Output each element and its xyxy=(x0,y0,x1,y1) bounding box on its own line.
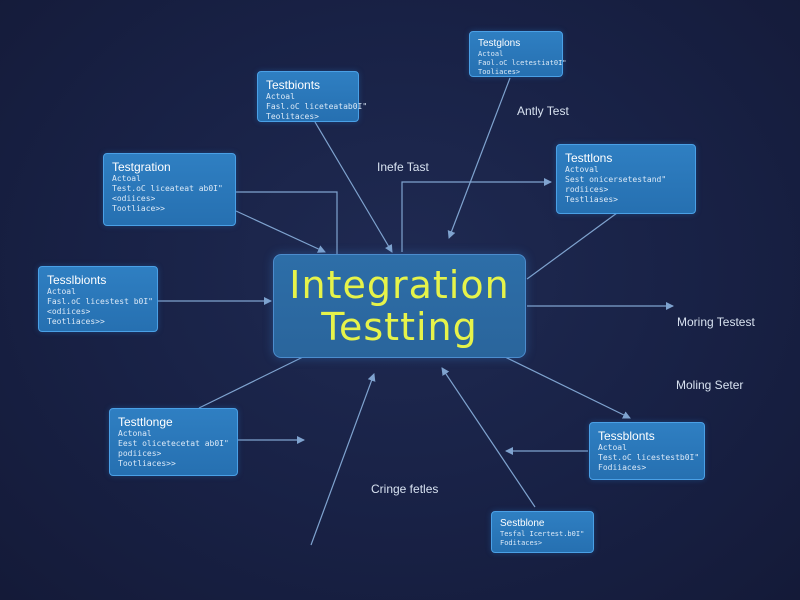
node-title: Testbionts xyxy=(266,78,321,92)
node-line: Teolitaces> xyxy=(266,112,319,121)
node-line: Fasl.oC licestest b0I" xyxy=(47,297,153,306)
node-title: Testglons xyxy=(478,38,521,49)
node-line: Actoal xyxy=(47,287,76,296)
connector-center-n6 xyxy=(401,178,552,252)
node-line: Actoal xyxy=(598,443,627,452)
central-node-title-1: Integration xyxy=(289,263,510,307)
node-testtlons[interactable]: Testtlons Actoval Sest onicersetestand" … xyxy=(556,144,696,214)
node-sestblone[interactable]: Sestblone Tesfal Icertest.b0I" Foditaces… xyxy=(491,511,594,553)
connector-n1-center xyxy=(314,121,393,253)
node-line: Faol.oC lcetestiat0I" xyxy=(478,59,567,67)
node-title: Tessblonts xyxy=(598,429,655,443)
node-line: Actoal xyxy=(478,50,504,58)
connector-n8-center xyxy=(441,367,536,508)
node-line: Actoal xyxy=(112,174,141,183)
node-line: podiices> xyxy=(118,449,162,458)
node-line: <odiices> xyxy=(47,307,91,316)
node-title: Testtlonge xyxy=(118,415,173,429)
node-line: Tooliaces> xyxy=(478,68,521,76)
label-moring-testest: Moring Testest xyxy=(677,315,755,329)
node-title: Sestblone xyxy=(500,518,545,529)
label-antly-test: Antly Test xyxy=(517,104,569,118)
connector-n2-elbow xyxy=(236,191,338,254)
node-line: Actonal xyxy=(118,429,152,438)
node-line: Testliases> xyxy=(565,195,618,204)
connector-center-n7 xyxy=(504,356,631,419)
central-node[interactable]: Integration Testting xyxy=(273,254,526,358)
node-tessblonts[interactable]: Tessblonts Actoal Test.oC licestestb0I" … xyxy=(589,422,705,480)
connector-bottom-center xyxy=(310,373,376,546)
node-testglons[interactable]: Testglons Actoal Faol.oC lcetestiat0I" T… xyxy=(469,31,567,77)
node-title: Testtlons xyxy=(565,151,613,165)
label-moling-seter: Moling Seter xyxy=(676,378,744,392)
node-line: Test.oC liceateat ab0I" xyxy=(112,184,223,193)
node-testtlonge[interactable]: Testtlonge Actonal Eest olicetecetat ab0… xyxy=(109,408,238,476)
node-line: Tesfal Icertest.b0I" xyxy=(500,530,585,538)
connector-center-n4 xyxy=(198,355,306,409)
connector-center-n6-b xyxy=(526,212,618,280)
label-cringe-fetles: Cringe fetles xyxy=(371,482,439,496)
node-line: Eest olicetecetat ab0I" xyxy=(118,439,229,448)
node-line: Tootliace>> xyxy=(112,204,165,213)
connector-n5-center xyxy=(447,77,511,239)
node-line: Fasl.oC liceteatab0I" xyxy=(266,102,368,111)
node-line: Tootliaces>> xyxy=(118,459,176,468)
node-testgration[interactable]: Testgration Actoal Test.oC liceateat ab0… xyxy=(103,153,236,226)
central-node-title-2: Testting xyxy=(321,305,478,349)
node-line: Teotliaces>> xyxy=(47,317,105,326)
node-line: Actoal xyxy=(266,92,295,101)
label-inefe-tast: Inefe Tast xyxy=(377,160,429,174)
node-line: Test.oC licestestb0I" xyxy=(598,453,700,462)
node-line: Foditaces> xyxy=(500,539,543,547)
node-title: Tesslbionts xyxy=(47,273,107,287)
node-line: Fodiiaces> xyxy=(598,463,647,472)
connector-n2-center xyxy=(235,210,326,253)
node-line: rodiices> xyxy=(565,185,609,194)
node-tesslbionts[interactable]: Tesslbionts Actoal Fasl.oC licestest b0I… xyxy=(38,266,158,332)
node-line: <odiices> xyxy=(112,194,156,203)
node-line: Actoval xyxy=(565,165,599,174)
node-title: Testgration xyxy=(112,160,171,174)
node-line: Sest onicersetestand" xyxy=(565,175,667,184)
node-testbionts[interactable]: Testbionts Actoal Fasl.oC liceteatab0I" … xyxy=(257,71,368,122)
